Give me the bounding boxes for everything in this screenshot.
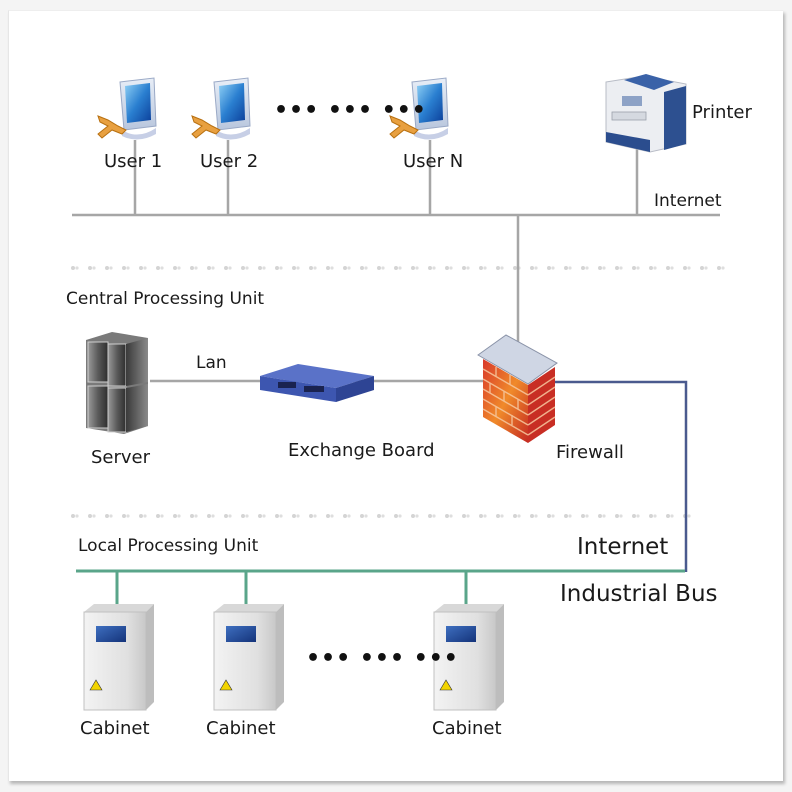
cabinet-icon[interactable] [433,604,504,711]
internet-uplink-line [553,380,688,572]
computer-user-icon[interactable] [191,77,251,140]
industrial-bus [76,569,685,606]
separator-bottom [64,512,692,520]
user-2-label: User 2 [200,151,259,172]
exchange-board-label: Exchange Board [288,440,435,461]
users-ellipsis: ••• ••• ••• [274,98,427,123]
switch-icon[interactable] [260,364,374,402]
cabinet-3-label: Cabinet [432,718,502,739]
server-label: Server [91,447,151,468]
internet-uplink-label: Internet [577,534,669,560]
firewall-icon[interactable] [477,334,558,443]
industrial-bus-label: Industrial Bus [560,581,718,607]
lan-label: Lan [196,353,227,373]
firewall-label: Firewall [556,442,624,463]
user-1-label: User 1 [104,151,163,172]
cabinet-icon[interactable] [83,604,154,711]
cabinet-1-label: Cabinet [80,718,150,739]
printer-label: Printer [692,102,752,123]
top-bus [72,140,720,383]
local-processing-unit-title: Local Processing Unit [78,536,259,556]
server-icon[interactable] [86,332,148,434]
computer-user-icon[interactable] [97,77,157,140]
cabinets-ellipsis: ••• ••• ••• [306,646,459,671]
cabinet-2-label: Cabinet [206,718,276,739]
user-n-label: User N [403,151,464,172]
printer-icon[interactable] [605,74,687,153]
separator-top [64,265,728,273]
cabinet-icon[interactable] [213,604,284,711]
central-processing-unit-title: Central Processing Unit [66,289,265,309]
internet-bus-label: Internet [654,191,722,211]
computer-user-icon[interactable] [389,77,449,140]
